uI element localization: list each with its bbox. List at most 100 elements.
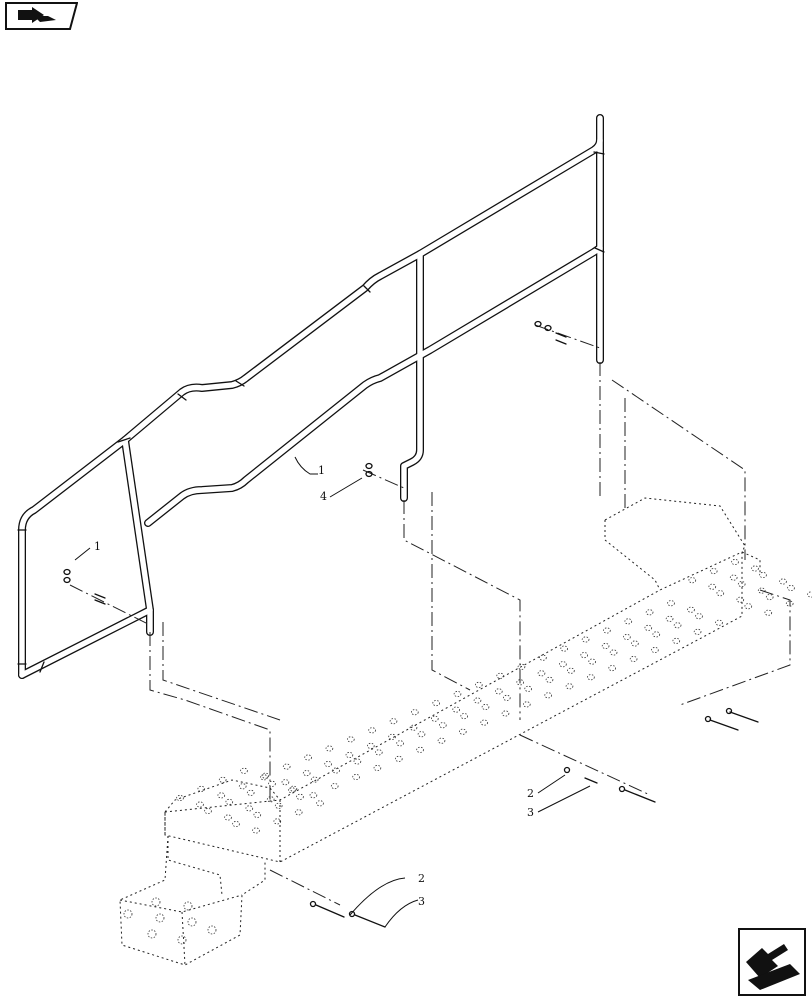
perforation-hole [432,700,441,707]
perforation-hole [494,688,503,695]
perforation-hole [324,761,332,768]
perforation-hole [603,627,611,634]
perforation-hole [389,718,398,725]
perforation-hole [438,722,447,729]
perforation-hole [246,789,255,796]
platform-perforations [176,559,812,834]
perforation-hole [709,568,718,575]
next-page-button[interactable] [738,928,806,996]
perforation-hole [274,802,283,809]
perforation-hole [261,772,270,779]
perforation-hole [560,645,568,652]
bracket-holes [123,897,217,945]
perforation-hole [282,763,291,770]
perforation-hole [217,792,226,799]
perforation-hole [253,811,262,818]
perforation-hole [409,724,418,731]
perforation-hole [567,667,575,674]
perforation-hole [294,809,303,816]
perforation-hole [601,643,610,650]
perforation-hole [751,565,759,572]
perforation-hole [196,801,204,808]
perforation-hole [273,818,282,825]
perforation-hole [252,827,260,834]
perforation-hole [304,754,312,761]
perforation-hole [310,776,319,783]
perforation-hole [693,628,702,635]
perforation-hole [673,622,682,629]
perforation-hole [496,672,505,679]
callout-3-bolt-mid: 3 [527,806,534,819]
perforation-hole [353,758,362,765]
perforation-hole [587,674,595,681]
perforation-hole [302,770,311,777]
perforation-hole [688,577,697,584]
back-nav-button[interactable] [4,2,79,30]
perforation-hole [522,701,531,708]
perforation-hole [481,704,490,711]
perforation-hole [665,615,674,622]
perforation-hole [240,767,248,774]
perforation-hole [765,594,774,601]
perforation-hole [204,808,212,815]
perforation-hole [759,572,767,579]
perforation-hole [417,731,426,738]
perforation-hole [368,727,376,734]
perforation-hole [715,619,723,626]
perforation-hole [232,821,240,828]
callout-labels: 1 1 4 2 3 2 3 [74,456,591,928]
perforation-hole [516,679,524,686]
perforation-hole [785,600,794,607]
perforation-hole [708,583,717,590]
perforation-hole [757,587,766,594]
perforation-hole [218,776,227,783]
perforation-hole [787,585,795,592]
perforation-hole [517,663,526,670]
perforation-hole [238,783,247,790]
perforation-hole [388,733,396,740]
perforation-hole [629,656,638,663]
perforation-hole [332,767,340,774]
perforation-hole [176,795,184,802]
perforation-hole [545,676,554,683]
callout-1-handrail: 1 [318,464,325,477]
callout-2-washer-low: 2 [418,872,425,885]
perforation-hole [266,796,275,803]
perforation-hole [623,634,631,641]
perforation-hole [346,736,355,743]
perforation-hole [565,683,574,690]
perforation-hole [316,800,324,807]
perforation-hole [539,654,547,661]
perforation-hole [474,681,483,688]
perforation-hole [631,640,639,647]
perforation-hole [667,600,675,607]
perforation-hole [644,624,653,631]
perforation-hole [544,692,552,699]
perforation-hole [624,618,633,625]
perforation-hole [394,755,403,762]
perforation-hole [288,787,296,794]
perforation-hole [524,685,532,692]
perforation-hole [716,590,725,597]
perforation-hole [260,774,268,781]
perforation-hole [410,709,419,716]
perforation-hole [416,746,424,753]
perforation-hole [309,792,318,799]
perforation-hole [374,749,383,756]
perforation-hole [480,719,489,726]
perforation-hole [608,665,616,672]
perforation-hole [537,670,546,677]
perforation-hole [737,581,746,588]
next-page-arrow-icon [738,928,806,996]
perforation-hole [281,779,290,786]
perforation-hole [296,793,304,800]
book-arrow-icon [5,2,79,30]
perforation-hole [580,652,588,659]
perforation-hole [687,606,695,613]
perforation-hole [731,559,739,566]
perforation-hole [430,715,439,722]
callout-2-washer-mid: 2 [527,787,534,800]
perforation-hole [352,774,360,781]
perforation-hole [224,814,232,821]
perforation-hole [744,603,753,610]
